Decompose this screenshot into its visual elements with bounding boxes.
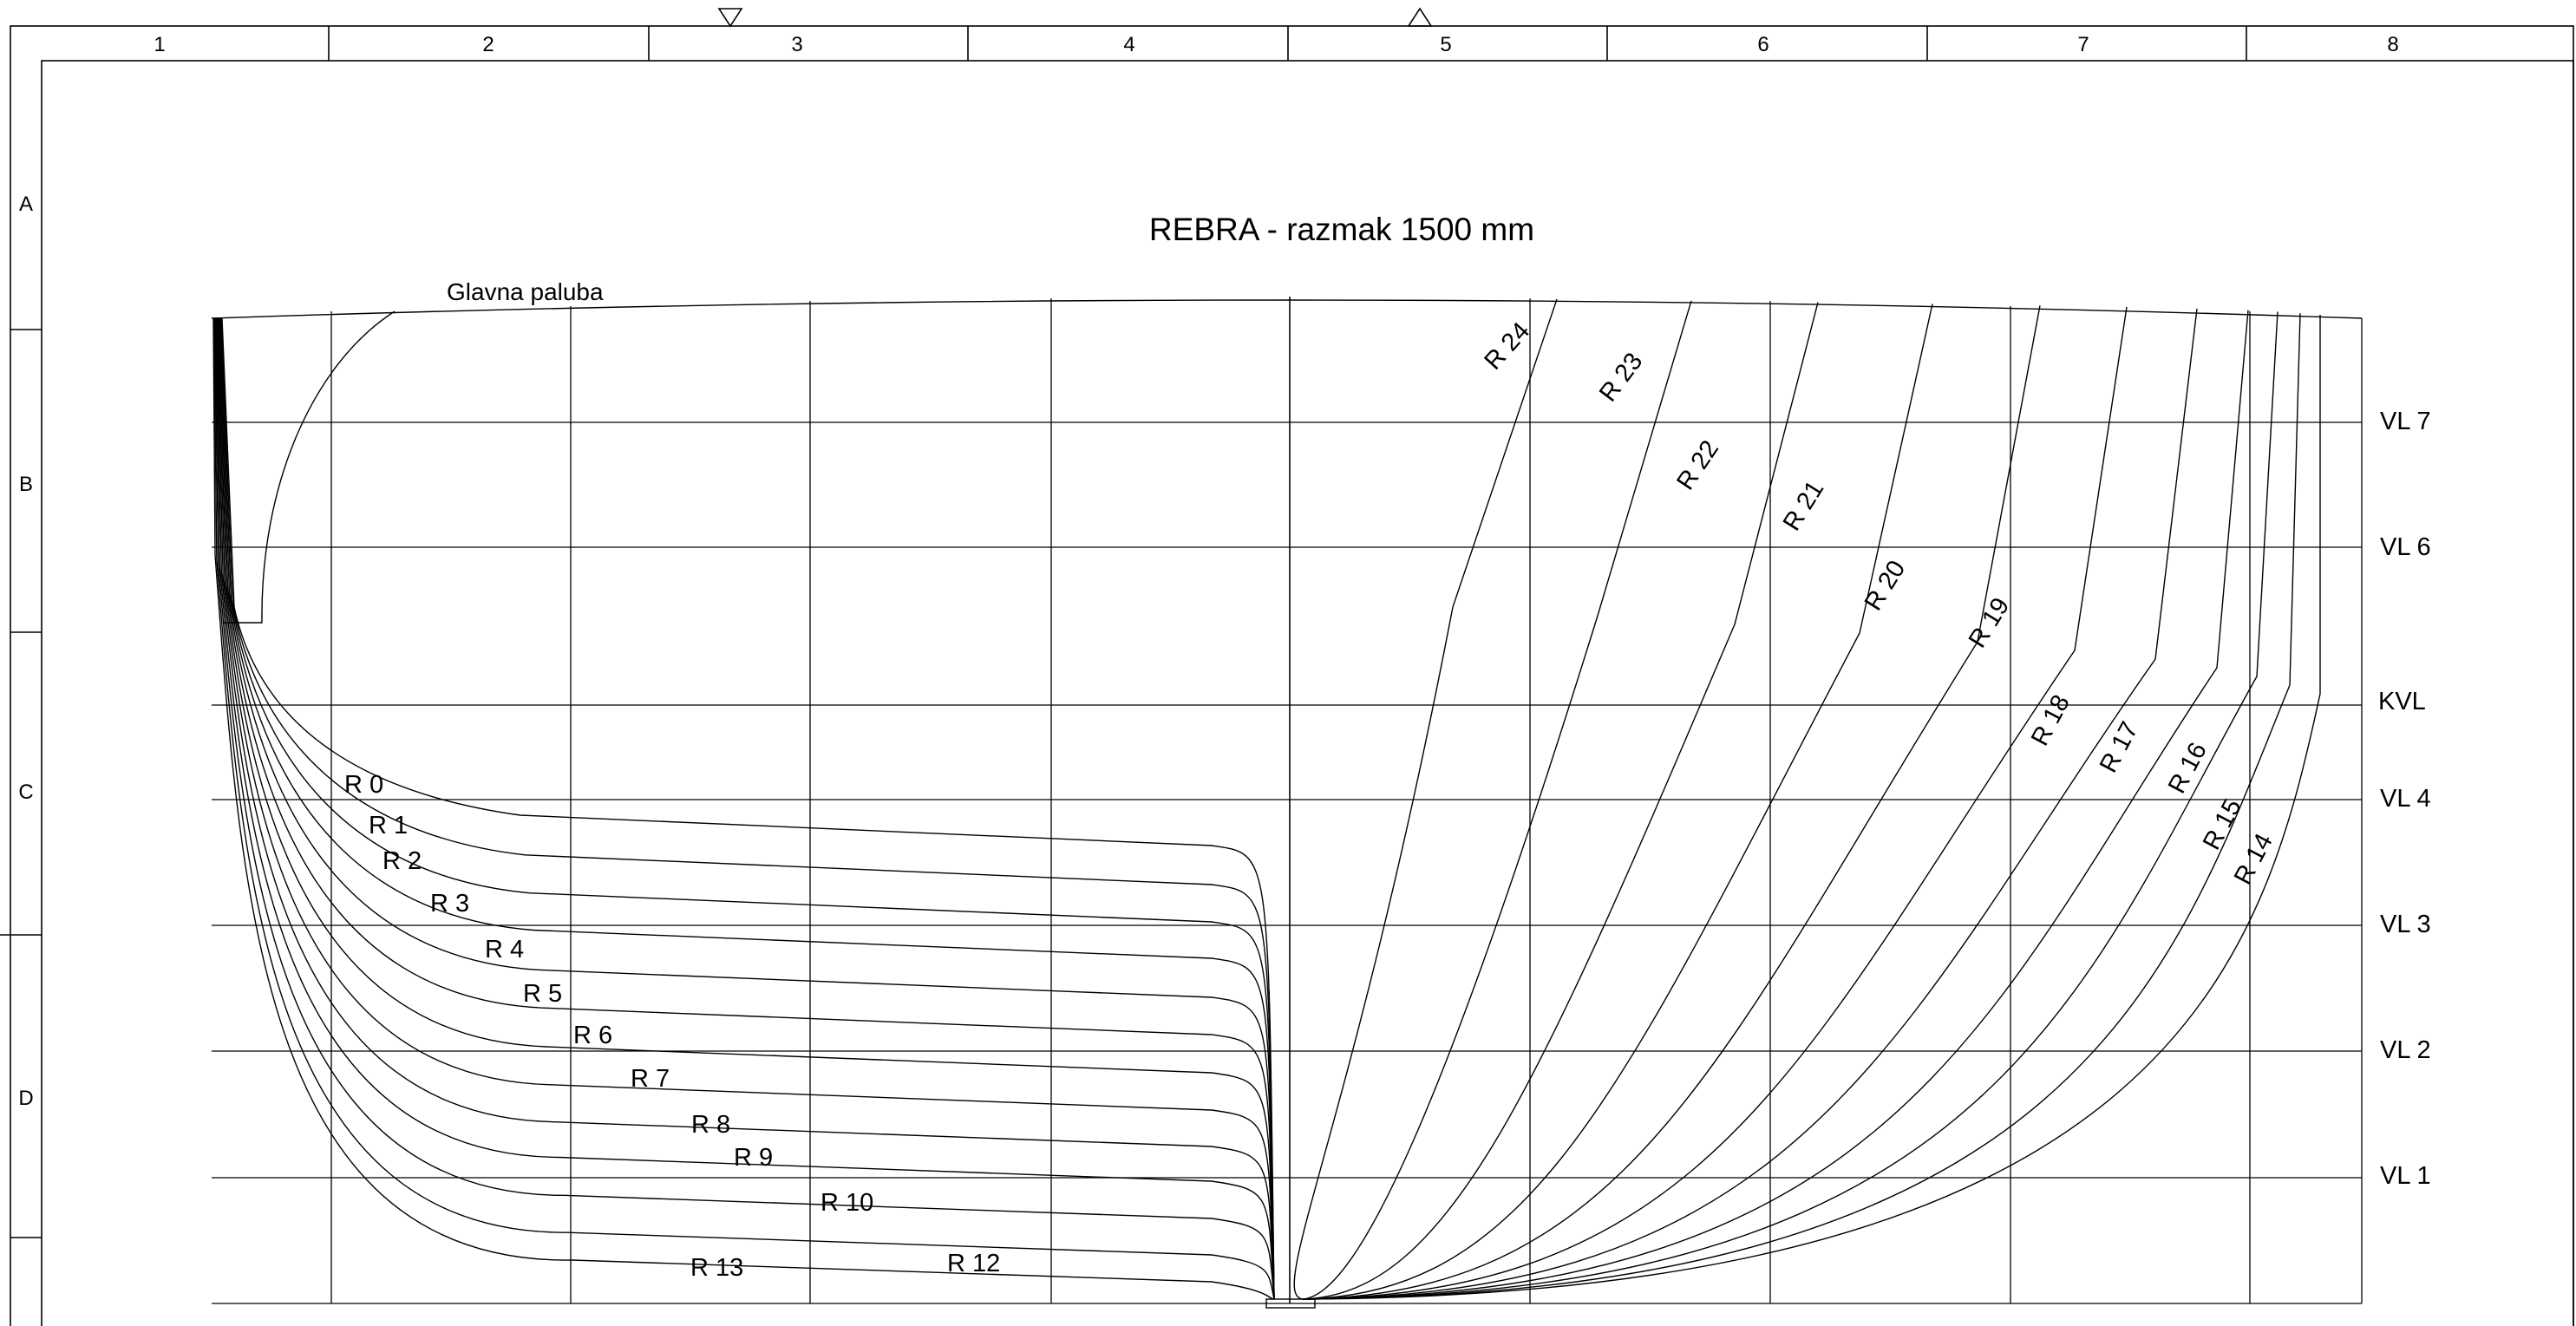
frame-label: R 22 (1671, 435, 1724, 495)
frame-label: R 4 (485, 936, 524, 963)
frame-label: R 8 (691, 1111, 730, 1139)
frame-curve (213, 317, 1275, 1300)
frame-curve (1302, 311, 2279, 1300)
column-label: 8 (2387, 33, 2398, 56)
frame-label: R 16 (2163, 738, 2213, 798)
frame-label: R 7 (631, 1065, 670, 1093)
frame-curve (217, 317, 1275, 1300)
frame-curve (1302, 304, 1933, 1300)
frame-label: R 1 (369, 812, 408, 839)
frame-label: R 9 (734, 1144, 773, 1172)
frame-label: R 0 (344, 771, 383, 799)
column-label: 6 (1757, 33, 1769, 56)
frame-label: R 3 (430, 890, 469, 918)
sheet-frame (0, 7, 2574, 1326)
column-label: 4 (1123, 33, 1134, 56)
frame-curve (1302, 313, 2301, 1300)
column-label: 5 (1440, 33, 1451, 56)
frame-curve (218, 317, 1275, 1300)
waterline-label: VL 4 (2380, 785, 2431, 813)
frame-curve (1302, 300, 1692, 1300)
column-label: 3 (791, 33, 802, 56)
frame-label: R 23 (1594, 348, 1648, 407)
frame-curve (1302, 308, 2198, 1300)
frame-label: R 18 (2026, 690, 2076, 750)
frame-label: R 10 (821, 1189, 873, 1217)
frame-label: R 17 (2095, 717, 2144, 777)
center-mark-up-icon (1407, 7, 1433, 27)
frame-label: R 13 (690, 1254, 743, 1282)
waterline-label: VL 1 (2380, 1162, 2431, 1190)
aft-frame-curves (212, 317, 1275, 1300)
waterline-label: VL 7 (2380, 408, 2431, 435)
drawing-title: REBRA - razmak 1500 mm (1149, 212, 1534, 247)
frame-curve (221, 317, 1275, 1300)
keel-block (1265, 1298, 1316, 1309)
row-label: A (19, 193, 33, 216)
frame-label: R 6 (573, 1022, 612, 1049)
frame-label: R 15 (2198, 794, 2247, 854)
row-label: B (19, 473, 33, 496)
frame-curve (214, 317, 1275, 1300)
deck-label: Glavna paluba (447, 278, 604, 305)
frame-curve (219, 317, 1275, 1300)
frame-curve (215, 317, 1275, 1300)
frame-curve (213, 317, 1275, 1300)
fore-frame-curves (1293, 298, 2321, 1300)
frame-curve (216, 317, 1275, 1300)
frame-curve (1302, 305, 2041, 1300)
frame-curve (1302, 306, 2128, 1300)
frame-label: R 2 (382, 847, 422, 875)
frame-label: R 19 (1964, 593, 2016, 653)
frame-curve (1302, 302, 1819, 1300)
frame-label: R 5 (523, 980, 562, 1008)
row-label: C (18, 781, 33, 804)
center-mark-down-icon (717, 8, 743, 28)
row-label: D (18, 1087, 33, 1110)
frame-curve (212, 317, 1275, 1300)
frame-curve (219, 317, 1275, 1300)
main-deck (211, 297, 2363, 1303)
waterline-label: VL 2 (2380, 1036, 2431, 1064)
frame-label: R 12 (947, 1250, 1000, 1277)
frame-label: R 20 (1860, 556, 1912, 616)
frame-label: R 14 (2229, 829, 2279, 889)
waterline-label: VL 6 (2380, 533, 2431, 561)
frame-curve (1302, 315, 2321, 1300)
frame-curve (1293, 298, 1558, 1300)
frame-label: R 21 (1778, 476, 1830, 536)
column-label: 1 (154, 33, 165, 56)
frame-curve (1302, 310, 2249, 1300)
frame-label: R 24 (1479, 317, 1535, 376)
frame-curve (218, 317, 1275, 1300)
column-label: 7 (2077, 33, 2089, 56)
waterline-label: KVL (2378, 688, 2426, 715)
waterline-label: VL 3 (2380, 911, 2431, 938)
column-label: 2 (482, 33, 494, 56)
frame-curve (220, 317, 1275, 1300)
reference-grid (212, 297, 2363, 1304)
